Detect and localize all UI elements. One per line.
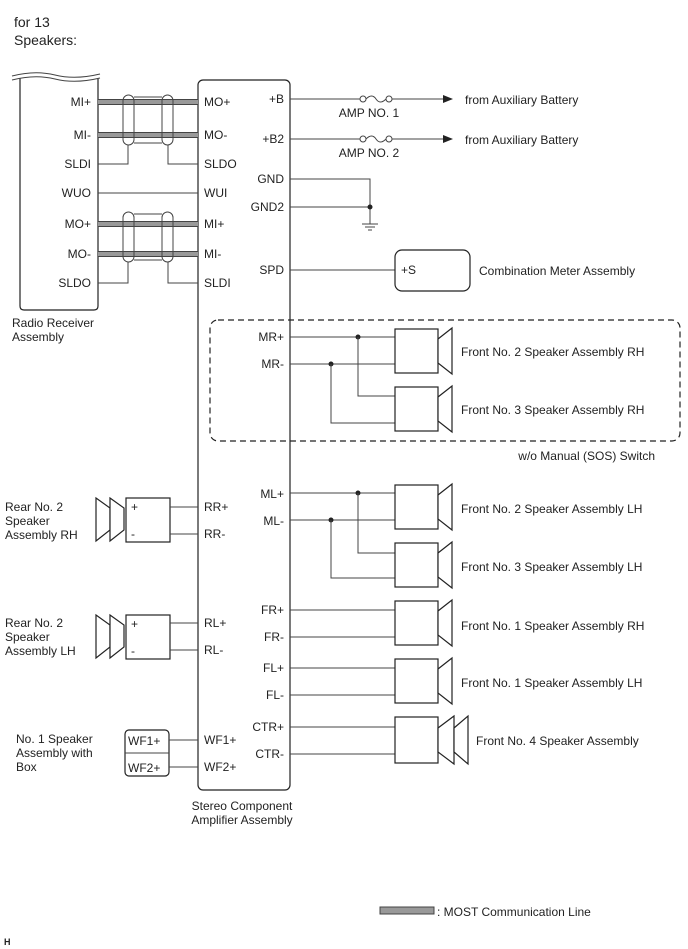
fuse-amp-no-2: AMP NO. 2: [339, 146, 400, 160]
speaker-rear-no2-rh: [95, 496, 198, 543]
shielded-twisted-pair: [98, 94, 198, 284]
amp-pin-plus-b2: +B2: [262, 132, 284, 146]
amp-pin-fl-plus: FL+: [263, 661, 284, 675]
radio-receiver-label-2: Assembly: [12, 330, 64, 344]
label-front-no1-rh: Front No. 1 Speaker Assembly RH: [461, 619, 644, 633]
ground-symbol: [290, 178, 378, 231]
combination-meter-label: Combination Meter Assembly: [479, 264, 635, 278]
amp-pin-fr-minus: FR-: [264, 630, 284, 644]
rear-lh-plus: +: [131, 617, 138, 631]
rear-lh-label-1: Rear No. 2: [5, 616, 63, 630]
corner-code: H: [4, 937, 11, 947]
most-communication-lines: [98, 99, 198, 257]
rear-rh-label-1: Rear No. 2: [5, 500, 63, 514]
rear-lh-label-3: Assembly LH: [5, 644, 76, 658]
amp-pin-sldi: SLDI: [204, 276, 231, 290]
amp-pin-wf2-plus: WF2+: [204, 760, 236, 774]
label-front-no2-lh: Front No. 2 Speaker Assembly LH: [461, 502, 642, 516]
amp-pin-wf1-plus: WF1+: [204, 733, 236, 747]
power-supply-wiring: [290, 95, 453, 143]
amp-pin-mo-minus: MO-: [204, 128, 227, 142]
speaker-rear-no2-lh: [95, 613, 198, 660]
amplifier-label-2: Amplifier Assembly: [191, 813, 292, 827]
rear-rh-minus: -: [131, 527, 135, 541]
rr-pin-wuo: WUO: [62, 186, 91, 200]
speaker-front-no3-rh: [394, 384, 453, 434]
aux-battery-source-2: from Auxiliary Battery: [465, 133, 578, 147]
amp-pin-plus-b: +B: [269, 92, 284, 106]
speaker-front-no4: [394, 714, 469, 766]
amp-pin-gnd2: GND2: [251, 200, 285, 214]
amp-pin-mi-plus: MI+: [204, 217, 224, 231]
amp-pin-mr-plus: MR+: [258, 330, 284, 344]
stereo-amplifier-assembly: [197, 79, 291, 791]
amp-pin-fl-minus: FL-: [266, 688, 284, 702]
legend-swatch: [379, 906, 435, 915]
speaker-front-no1-rh: [394, 598, 453, 648]
front-speaker-wiring: [290, 609, 395, 755]
label-front-no3-lh: Front No. 3 Speaker Assembly LH: [461, 560, 642, 574]
label-front-no3-rh: Front No. 3 Speaker Assembly RH: [461, 403, 644, 417]
rear-lh-minus: -: [131, 644, 135, 658]
ml-speaker-wiring: [290, 490, 395, 579]
sos-switch-group-note: w/o Manual (SOS) Switch: [517, 449, 655, 463]
amp-pin-spd: SPD: [259, 263, 284, 277]
amp-pin-rr-plus: RR+: [204, 500, 228, 514]
legend-most-line: [379, 906, 435, 915]
speaker-front-no1-lh: [394, 656, 453, 706]
rr-pin-mi-minus: MI-: [74, 128, 91, 142]
combination-meter-box: [394, 249, 471, 292]
rear-rh-plus: +: [131, 500, 138, 514]
label-front-no1-lh: Front No. 1 Speaker Assembly LH: [461, 676, 642, 690]
woofer-pin-wf1-plus: WF1+: [128, 734, 160, 748]
amp-pin-sldo: SLDO: [204, 157, 237, 171]
rr-pin-sldi: SLDI: [64, 157, 91, 171]
amp-pin-rl-plus: RL+: [204, 616, 226, 630]
label-front-no4: Front No. 4 Speaker Assembly: [476, 734, 639, 748]
rear-rh-label-3: Assembly RH: [5, 528, 78, 542]
speaker-front-no3-lh: [394, 540, 453, 590]
legend-label: : MOST Communication Line: [437, 905, 591, 919]
aux-battery-source-1: from Auxiliary Battery: [465, 93, 578, 107]
sos-switch-group-border: [209, 319, 681, 442]
header-line-2: Speakers:: [14, 32, 77, 48]
speaker-front-no2-lh: [394, 482, 453, 532]
amp-pin-ctr-minus: CTR-: [255, 747, 284, 761]
radio-receiver-label-1: Radio Receiver: [12, 316, 94, 330]
woofer-pin-wf2-plus: WF2+: [128, 761, 160, 775]
label-front-no2-rh: Front No. 2 Speaker Assembly RH: [461, 345, 644, 359]
rr-pin-mi-plus: MI+: [71, 95, 91, 109]
amp-pin-ml-plus: ML+: [260, 487, 284, 501]
rr-pin-mo-minus: MO-: [68, 247, 91, 261]
rear-lh-label-2: Speaker: [5, 630, 50, 644]
rear-rh-label-2: Speaker: [5, 514, 50, 528]
amp-pin-mr-minus: MR-: [261, 357, 284, 371]
woofer-label-1: No. 1 Speaker: [16, 732, 93, 746]
woofer-label-3: Box: [16, 760, 37, 774]
amp-pin-mo-plus: MO+: [204, 95, 230, 109]
rr-pin-mo-plus: MO+: [65, 217, 91, 231]
amp-pin-rr-minus: RR-: [204, 527, 225, 541]
amplifier-label-1: Stereo Component: [192, 799, 293, 813]
amp-pin-rl-minus: RL-: [204, 643, 223, 657]
header-line-1: for 13: [14, 14, 50, 30]
radio-receiver-assembly: [11, 72, 101, 311]
fuse-amp-no-1: AMP NO. 1: [339, 106, 400, 120]
amp-pin-gnd: GND: [257, 172, 284, 186]
mr-speaker-wiring: [290, 334, 395, 424]
amp-pin-wui: WUI: [204, 186, 227, 200]
meter-pin-plus-s: +S: [401, 263, 416, 277]
speaker-no1-with-box: [124, 729, 198, 777]
amp-pin-fr-plus: FR+: [261, 603, 284, 617]
amp-pin-ml-minus: ML-: [263, 514, 284, 528]
speaker-front-no2-rh: [394, 326, 453, 376]
rr-pin-sldo: SLDO: [58, 276, 91, 290]
woofer-label-2: Assembly with: [16, 746, 93, 760]
amp-pin-ctr-plus: CTR+: [252, 720, 284, 734]
amp-pin-mi-minus: MI-: [204, 247, 221, 261]
